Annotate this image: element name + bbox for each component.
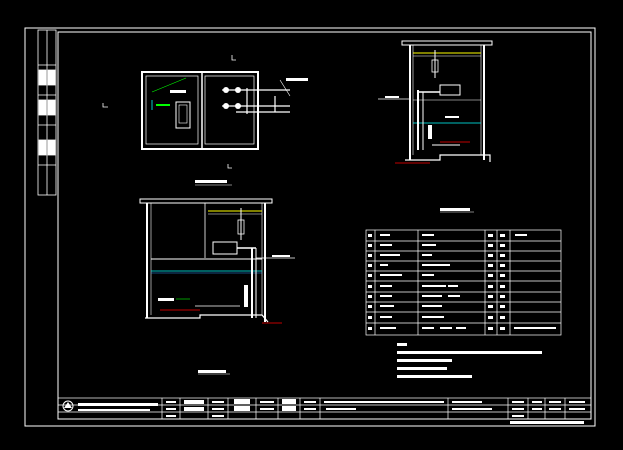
binding-strip (37, 29, 57, 196)
title-block-text (62, 399, 585, 424)
section-view-lower (139, 198, 295, 375)
plan-view (102, 55, 308, 186)
company-logo-icon (62, 400, 74, 412)
title-block (57, 397, 592, 420)
section-view-upper (378, 40, 493, 213)
notes-block (397, 343, 542, 378)
equipment-table-cells (368, 234, 556, 330)
equipment-table (365, 229, 562, 336)
